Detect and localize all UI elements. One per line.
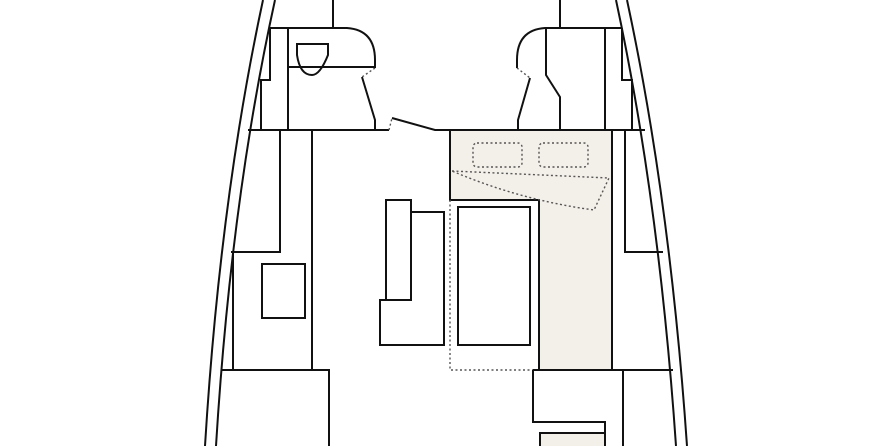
shaded-step	[539, 432, 606, 446]
hull	[204, 0, 688, 446]
pillow-right	[538, 142, 589, 168]
pillow-left	[472, 142, 523, 168]
bulkhead	[248, 117, 645, 131]
head-left	[260, 0, 376, 130]
saloon-table	[457, 206, 531, 346]
door[interactable]	[391, 117, 645, 131]
nav-station-right	[532, 130, 673, 446]
hull-outer-right	[626, 0, 688, 446]
hull-outer-left	[204, 0, 264, 446]
hull-inner-right	[615, 0, 677, 446]
head-right	[516, 0, 633, 130]
sink-icon	[261, 263, 306, 319]
shaded-berth	[449, 130, 613, 446]
saloon-settee	[379, 199, 531, 346]
toilet-icon	[296, 43, 329, 77]
hull-inner-left	[215, 0, 276, 446]
galley-left	[221, 130, 330, 446]
